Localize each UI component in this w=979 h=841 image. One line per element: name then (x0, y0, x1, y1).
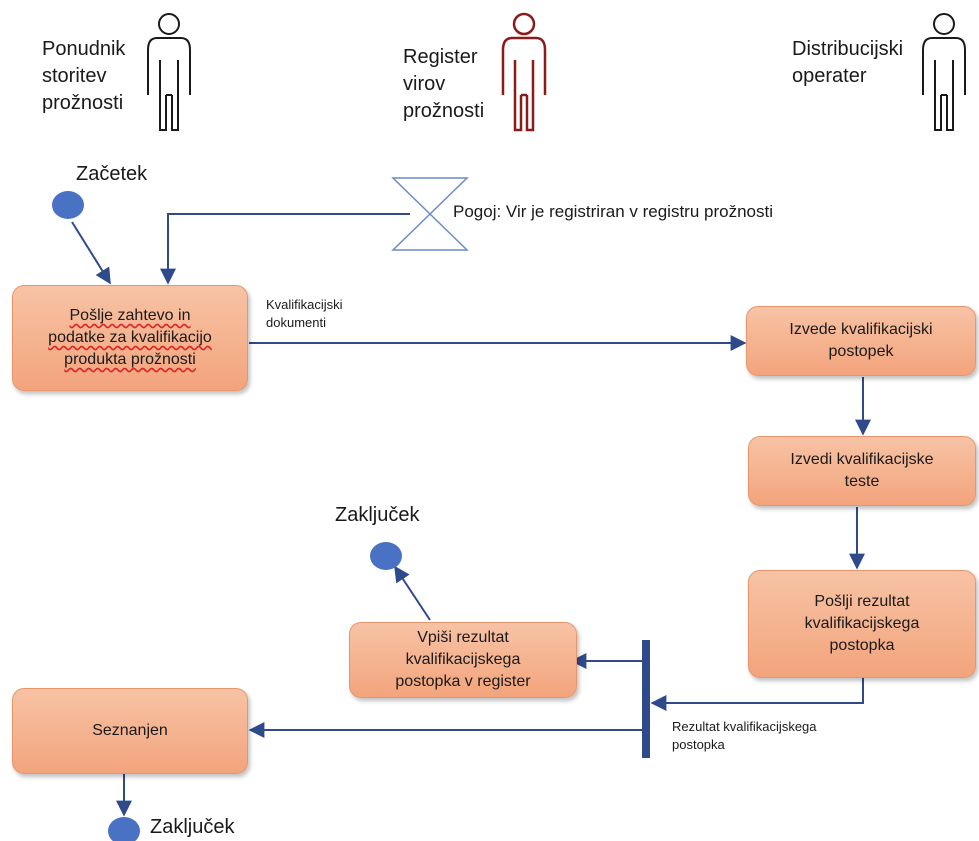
actor-register-label: Register virov prožnosti (403, 46, 485, 122)
activity-perform-tests: Izvedi kvalifikacijske teste (748, 436, 976, 506)
activity-send-result-line-2: kvalifikacijskega (804, 615, 920, 632)
activity-send-request-line-3: produkta prožnosti (64, 351, 196, 368)
condition-label: Pogoj: Vir je registriran v registru pro… (453, 202, 773, 221)
actor-provider-label: Ponudnik storitev prožnosti (42, 38, 126, 114)
activity-perform-procedure-line-2: postopek (828, 343, 894, 360)
provider-end-node (108, 817, 140, 841)
actor-provider-icon (147, 13, 191, 131)
start-node (52, 191, 84, 219)
activity-perform-procedure: Izvede kvalifikacijski postopek (746, 306, 976, 376)
actor-operator-label: Distribucijski operater (792, 38, 904, 87)
activity-send-result-line-3: postopka (829, 637, 895, 654)
flow-arrows (71, 213, 871, 817)
activity-acknowledged-line-1: Seznanjen (92, 722, 168, 739)
provider-end-label: Zaključek (150, 816, 235, 838)
activity-perform-tests-line-1: Izvedi kvalifikacijske (790, 451, 934, 468)
activity-perform-procedure-line-1: Izvede kvalifikacijski (789, 321, 933, 338)
qualification-result-label: Rezultat kvalifikacijskega postopka (672, 719, 817, 752)
activity-write-result-line-3: postopka v register (395, 673, 531, 690)
register-end-label: Zaključek (335, 504, 420, 526)
activity-write-result-line-2: kvalifikacijskega (405, 651, 521, 668)
activity-send-request-line-1: Pošlje zahtevo in (69, 307, 191, 324)
activity-send-result-line-1: Pošlji rezultat (814, 593, 910, 610)
actor-operator-icon (922, 13, 966, 131)
activity-write-result-line-1: Vpiši rezultat (417, 629, 509, 646)
activity-write-result: Vpiši rezultat kvalifikacijskega postopk… (349, 622, 577, 698)
qualification-docs-label: Kvalifikacijski dokumenti (266, 297, 343, 330)
activity-send-request: Pošlje zahtevo in podatke za kvalifikaci… (12, 285, 248, 391)
actor-register-icon (501, 12, 547, 132)
activity-send-result: Pošlji rezultat kvalifikacijskega postop… (748, 570, 976, 678)
activity-perform-tests-line-2: teste (844, 473, 880, 490)
activity-send-request-line-2: podatke za kvalifikacijo (48, 329, 212, 346)
start-label: Začetek (76, 163, 148, 185)
fork-bar (642, 640, 650, 758)
condition-hourglass-icon (391, 177, 469, 251)
activity-acknowledged: Seznanjen (12, 688, 248, 774)
register-end-node (370, 542, 402, 570)
